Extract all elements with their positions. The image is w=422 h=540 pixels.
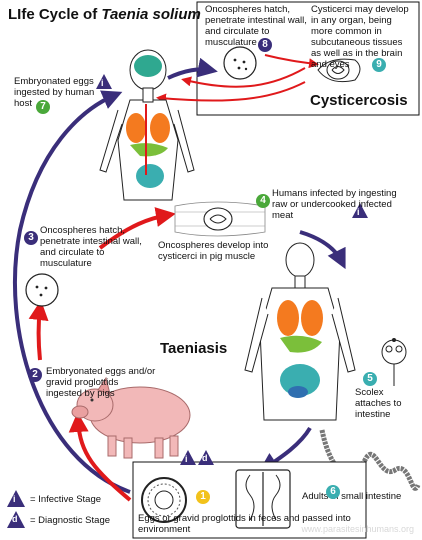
step7-text: Embryonated eggs ingested by human host xyxy=(14,76,95,109)
arrow-feces-to-human xyxy=(12,90,131,494)
pig-muscle-label: Oncospheres develop into cysticerci in p… xyxy=(158,240,269,262)
human-figure-right xyxy=(244,242,356,421)
infective-icon-step4 xyxy=(352,203,368,218)
step-badge-8: 8 xyxy=(258,38,272,52)
human-figure-top xyxy=(99,49,195,201)
arrow-cysticercosis-to-human-1 xyxy=(181,67,306,88)
diagnostic-icon-feces xyxy=(198,450,214,465)
infective-icon-step4-letter: i xyxy=(357,207,360,217)
step9-text: Cysticerci may develop in any organ, bei… xyxy=(311,4,409,70)
cysticercus-cysticercosis xyxy=(317,58,361,83)
gravid-proglottid xyxy=(235,469,291,529)
diagnostic-icon-feces-letter: d xyxy=(202,453,208,463)
step3-text: Oncospheres hatch, penetrate intestinal … xyxy=(40,225,142,269)
legend-diagnostic-letter: d xyxy=(12,514,18,524)
scolex xyxy=(381,338,407,386)
step-badge-1: 1 xyxy=(196,490,210,504)
arrow-human-to-cysticercosis xyxy=(167,57,218,80)
arrow-pig-muscle-to-human xyxy=(299,230,346,270)
legend-diagnostic: = Diagnostic Stage xyxy=(30,515,111,526)
watermark: www.parasitesinhumans.org xyxy=(301,524,414,534)
diagram-title: LIfe Cycle of Taenia solium xyxy=(8,6,201,23)
arrow-cysticercosis-to-human-2 xyxy=(156,81,306,104)
step1-text: Eggs or gravid proglottids in feces and … xyxy=(138,513,351,535)
cysticercus-pig-muscle xyxy=(174,201,266,237)
arrow-feces-to-pig xyxy=(68,412,132,502)
step8-text: Oncospheres hatch, penetrate intestinal … xyxy=(205,4,307,48)
cysticercosis-label: Cysticercosis xyxy=(310,92,408,109)
taeniasis-label: Taeniasis xyxy=(160,340,228,357)
diagnostic-stage-icon xyxy=(7,511,25,528)
step-badge-6: 6 xyxy=(326,485,340,499)
infective-stage-icon xyxy=(7,490,25,507)
oncosphere-cysticercosis xyxy=(223,46,257,80)
step2-text: Embryonated eggs and/or gravid proglotti… xyxy=(46,366,156,399)
step-badge-5: 5 xyxy=(363,372,377,386)
infective-icon-step7-letter: i xyxy=(101,78,104,88)
arrow-oncosphere-to-cysticerci xyxy=(264,54,319,69)
oncosphere-pig xyxy=(25,273,59,307)
infective-icon-step7 xyxy=(96,74,112,89)
step-badge-7: 7 xyxy=(36,100,50,114)
step-badge-3: 3 xyxy=(24,231,38,245)
step-badge-4: 4 xyxy=(256,194,270,208)
step6-text: Adults in small intestine xyxy=(302,491,402,502)
infective-icon-feces-letter: i xyxy=(185,454,188,464)
infective-icon-feces xyxy=(180,450,196,465)
arrow-oncosphere-to-muscle xyxy=(98,207,176,250)
step-badge-2: 2 xyxy=(28,368,42,382)
legend-infective-letter: i xyxy=(13,494,16,504)
step4-text: Humans infected by ingesting raw or unde… xyxy=(272,188,397,221)
step-badge-9: 9 xyxy=(372,58,386,72)
arrow-pig-to-oncosphere xyxy=(28,300,49,361)
egg xyxy=(141,477,187,523)
step5-text: Scolex attaches to intestine xyxy=(355,387,402,420)
legend-infective: = Infective Stage xyxy=(30,494,102,505)
pig xyxy=(71,376,191,459)
